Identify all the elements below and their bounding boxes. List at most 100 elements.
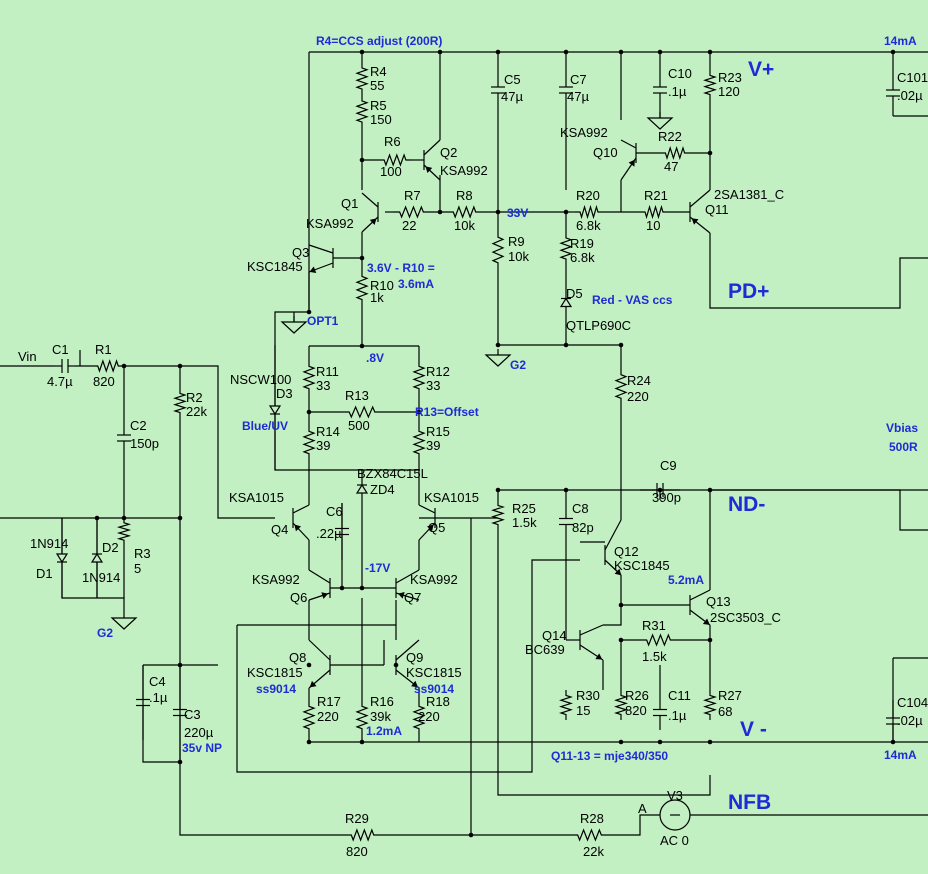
c5-value: 47µ xyxy=(501,89,523,104)
r2-resistor xyxy=(173,388,187,418)
c6-capacitor xyxy=(335,503,349,560)
r19-ref: R19 xyxy=(570,236,594,251)
q12-value: KSC1845 xyxy=(614,558,670,573)
r7-resistor xyxy=(393,205,430,219)
r17-resistor xyxy=(302,700,316,735)
r13-ref: R13 xyxy=(345,388,369,403)
r5-q2-wire xyxy=(361,128,378,161)
pdplus-label: PD+ xyxy=(728,280,769,303)
d1-ref: D1 xyxy=(36,566,53,581)
q11-ref: Q11 xyxy=(705,202,729,217)
q8-ref: Q8 xyxy=(289,650,306,665)
q3-transistor xyxy=(308,244,334,274)
r12-ref: R12 xyxy=(426,364,450,379)
c11-value: .1µ xyxy=(668,708,687,723)
c5-ref: C5 xyxy=(504,72,521,87)
r13-offset-note: R13=Offset xyxy=(415,405,479,419)
q5-transistor xyxy=(418,504,436,541)
r30-ref: R30 xyxy=(576,688,600,703)
q8-value: KSC1815 xyxy=(247,665,303,680)
opt1-ground xyxy=(280,316,308,334)
d1-diode xyxy=(55,518,69,598)
c8-ref: C8 xyxy=(572,501,589,516)
r27-ref: R27 xyxy=(718,688,742,703)
r14-resistor xyxy=(302,425,316,460)
opt1-label: OPT1 xyxy=(307,314,339,328)
d2-diode xyxy=(90,518,104,598)
r22-resistor xyxy=(660,146,690,160)
r14-value: 39 xyxy=(316,438,330,453)
junction-dot xyxy=(359,585,365,591)
vminus-label: V - xyxy=(740,718,767,741)
c9-value: 390p xyxy=(652,490,681,505)
voltage-33v: 33V xyxy=(507,206,528,220)
r16-value: 39k xyxy=(370,709,391,724)
q3-collector-wire xyxy=(274,52,420,471)
r29-ref: R29 xyxy=(345,811,369,826)
r29-resistor xyxy=(345,828,380,842)
c6-ref: C6 xyxy=(326,504,343,519)
junction-dot xyxy=(177,759,183,765)
junction-dot xyxy=(563,487,569,493)
r2-ref: R2 xyxy=(186,390,203,405)
nfb-label: NFB xyxy=(728,791,771,814)
c101-ref: C101 xyxy=(897,70,928,85)
vplus-label: V+ xyxy=(748,58,774,81)
junction-dot xyxy=(890,49,896,55)
r17-ref: R17 xyxy=(317,694,341,709)
c1-value: 4.7µ xyxy=(47,374,73,389)
junction-dot xyxy=(339,585,345,591)
q14-value: BC639 xyxy=(525,642,565,657)
r4-ccs-note: R4=CCS adjust (200R) xyxy=(316,34,442,48)
c101-capacitor xyxy=(886,70,900,116)
r23-ref: R23 xyxy=(718,70,742,85)
r1-ref: R1 xyxy=(95,342,112,357)
r24-value: 220 xyxy=(627,389,649,404)
r10-resistor xyxy=(355,270,369,306)
c10-ground xyxy=(646,112,674,130)
q4-value: KSA1015 xyxy=(229,490,284,505)
q1-value: KSA992 xyxy=(306,216,354,231)
d5-diode xyxy=(559,290,573,315)
junction-dot xyxy=(306,309,312,315)
r11-resistor xyxy=(302,360,316,395)
junction-dot xyxy=(306,662,312,668)
wires xyxy=(0,51,928,836)
q6-value: KSA992 xyxy=(252,572,300,587)
r3-resistor xyxy=(116,518,132,545)
d5-value: QTLP690C xyxy=(566,318,631,333)
r4-resistor xyxy=(355,62,369,95)
r18-resistor xyxy=(412,700,426,735)
r27-value: 68 xyxy=(718,704,732,719)
vin-label: Vin xyxy=(18,349,37,364)
c7-capacitor xyxy=(559,75,573,105)
q5-value: KSA1015 xyxy=(424,490,479,505)
nfb-loop-wire xyxy=(236,559,580,773)
r9-resistor xyxy=(491,230,505,270)
r27-resistor xyxy=(703,690,717,720)
voltage-08v: .8V xyxy=(366,351,384,365)
q10-value: KSA992 xyxy=(560,125,608,140)
q9-value: KSC1815 xyxy=(406,665,462,680)
r7-value: 22 xyxy=(402,218,416,233)
pdplus-wire xyxy=(709,233,928,309)
r6-value: 100 xyxy=(380,164,402,179)
q7-transistor xyxy=(395,569,420,601)
d3-ref: D3 xyxy=(276,386,293,401)
r26-ref: R26 xyxy=(625,688,649,703)
zd4-value: BZX84C15L xyxy=(357,466,428,481)
junction-dot xyxy=(306,409,312,415)
q2-value: KSA992 xyxy=(440,163,488,178)
r26-resistor xyxy=(614,690,628,720)
r10-ref: R10 xyxy=(370,278,394,293)
ndminus-wire xyxy=(710,489,928,531)
c4-value: .1µ xyxy=(149,690,168,705)
r9-value: 10k xyxy=(508,249,529,264)
junction-dot xyxy=(495,342,501,348)
r20-ref: R20 xyxy=(576,188,600,203)
junction-dot xyxy=(177,515,183,521)
q4-transistor xyxy=(292,504,310,541)
c8-value: 82p xyxy=(572,520,594,535)
junction-dot xyxy=(657,739,663,745)
